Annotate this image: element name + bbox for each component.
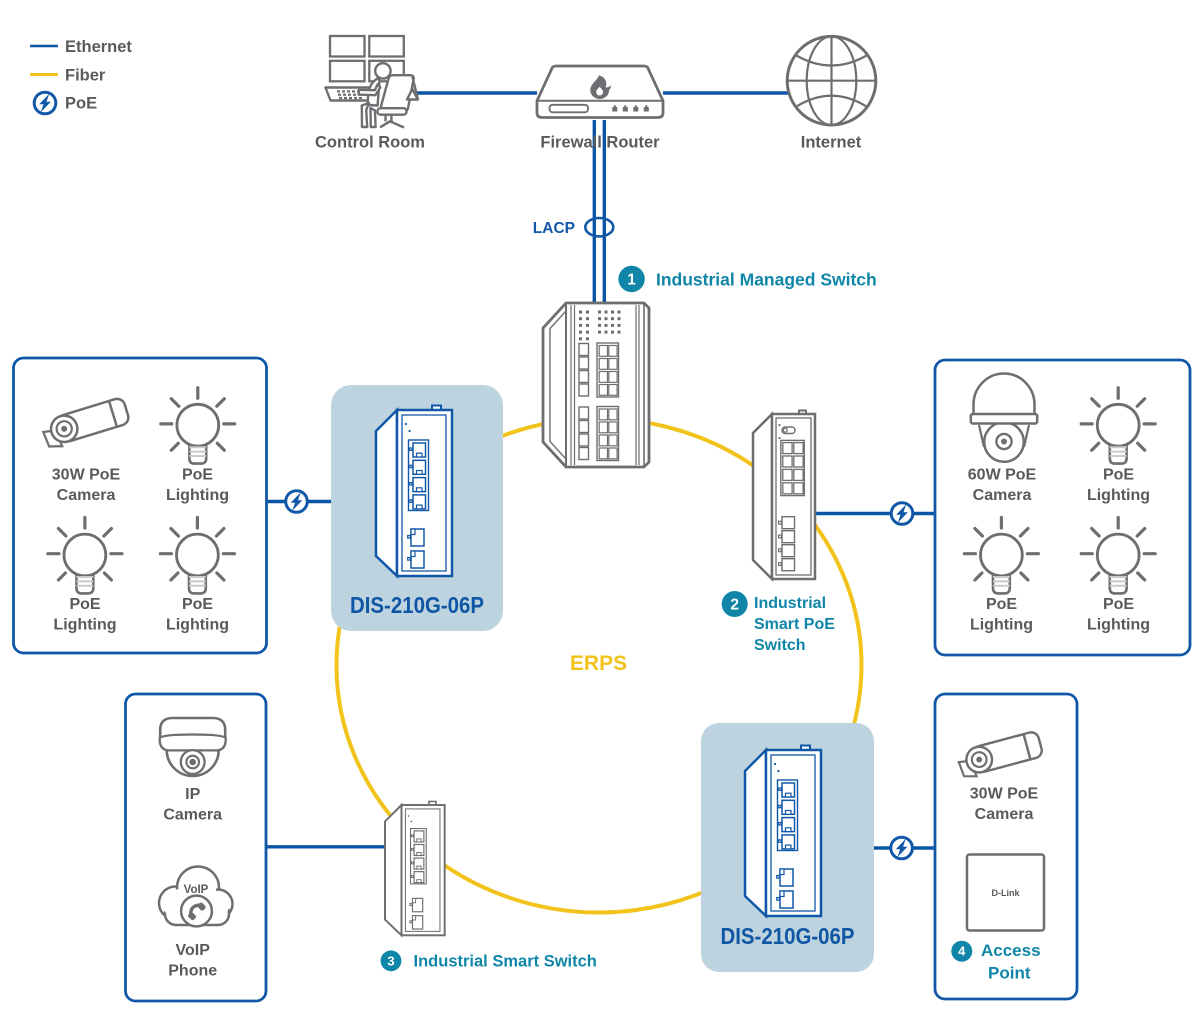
svg-text:Industrial: Industrial [754,595,826,612]
svg-text:Control Room: Control Room [315,134,425,152]
svg-text:PoE: PoE [182,467,213,484]
svg-text:Point: Point [988,964,1031,983]
svg-text:2: 2 [730,597,739,614]
svg-text:Lighting: Lighting [53,617,116,634]
svg-text:4: 4 [958,944,966,959]
svg-text:IP: IP [185,786,200,803]
svg-text:Lighting: Lighting [166,487,229,504]
svg-text:D-Link: D-Link [992,888,1021,898]
svg-text:DIS-210G-06P: DIS-210G-06P [350,592,484,618]
svg-text:Lighting: Lighting [166,617,229,634]
svg-text:Camera: Camera [975,806,1034,823]
svg-text:ERPS: ERPS [570,652,627,675]
svg-text:Industrial Managed Switch: Industrial Managed Switch [656,270,877,290]
svg-text:PoE: PoE [1103,596,1134,613]
svg-text:30W PoE: 30W PoE [970,786,1039,803]
svg-text:Firewall Router: Firewall Router [540,134,660,152]
svg-text:Ethernet: Ethernet [65,38,132,56]
svg-text:DIS-210G-06P: DIS-210G-06P [721,923,855,949]
svg-text:VoIP: VoIP [176,942,211,959]
svg-text:Phone: Phone [168,963,217,980]
svg-text:Lighting: Lighting [1087,617,1150,634]
svg-text:Lighting: Lighting [1087,487,1150,504]
svg-text:Internet: Internet [801,134,862,152]
svg-text:PoE: PoE [1103,467,1134,484]
svg-text:30W PoE: 30W PoE [52,467,121,484]
svg-text:Camera: Camera [973,487,1032,504]
svg-text:1: 1 [627,271,636,288]
svg-text:LACP: LACP [533,220,575,237]
svg-text:Camera: Camera [57,487,116,504]
svg-text:3: 3 [387,953,394,968]
svg-text:Smart PoE: Smart PoE [754,616,835,633]
svg-text:60W PoE: 60W PoE [968,467,1037,484]
svg-text:PoE: PoE [69,596,100,613]
svg-text:Industrial Smart Switch: Industrial Smart Switch [414,953,597,971]
svg-text:Access: Access [981,941,1041,960]
svg-text:Fiber: Fiber [65,67,106,85]
svg-text:Switch: Switch [754,637,806,654]
svg-text:Lighting: Lighting [970,617,1033,634]
svg-text:PoE: PoE [65,95,97,113]
svg-text:PoE: PoE [182,596,213,613]
svg-text:Camera: Camera [163,807,222,824]
svg-text:PoE: PoE [986,596,1017,613]
